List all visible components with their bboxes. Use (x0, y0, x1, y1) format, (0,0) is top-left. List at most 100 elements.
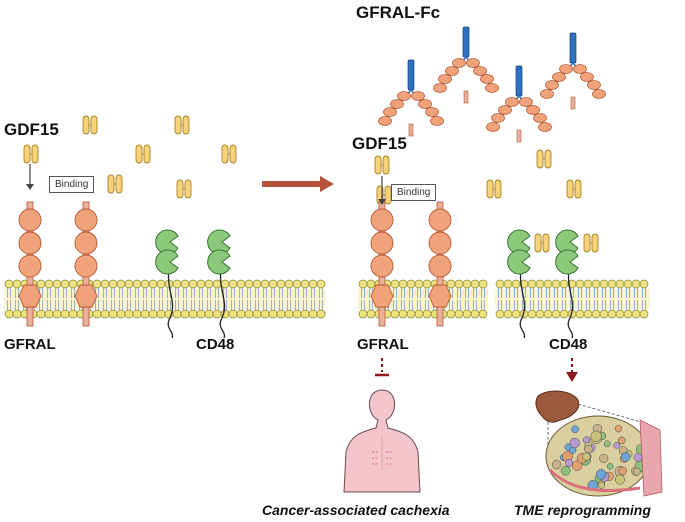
gfral-receptor (370, 201, 394, 327)
fc-domain (411, 91, 425, 101)
lipid-head (591, 279, 601, 289)
lipid-bilayer (495, 279, 650, 319)
fc-domain (425, 107, 439, 117)
lipid-head (252, 279, 262, 289)
gdf15-monomer (486, 179, 494, 199)
lipid-head (300, 279, 310, 289)
gdf15-dimer (107, 174, 123, 194)
blood-vessel (548, 468, 641, 493)
tme-cell (606, 463, 614, 470)
lipid-head (503, 279, 513, 289)
lipid-head (583, 279, 593, 289)
lipid-head (454, 309, 464, 319)
receptor-domain (370, 208, 394, 232)
lipid-head (44, 279, 54, 289)
lipid-head (244, 309, 254, 319)
fc-stem (515, 65, 523, 97)
gdf15-monomer (591, 233, 599, 253)
fc-stem (462, 26, 470, 58)
cd48-tail (567, 261, 574, 339)
gdf15-monomer (31, 144, 39, 164)
lipid-head (422, 309, 432, 319)
lipid-head (276, 279, 286, 289)
gdf15-monomer (542, 233, 550, 253)
lipid-head (156, 279, 166, 289)
human-body-icon (343, 389, 421, 493)
lipid-head (527, 279, 537, 289)
label-cd48-left: CD48 (196, 336, 235, 353)
gdf15-dimer (534, 233, 550, 253)
tme-cell (603, 440, 611, 448)
label-tme-reprogramming: TME reprogramming (514, 502, 651, 518)
cd48-domain (207, 249, 231, 275)
lipid-head (148, 309, 158, 319)
lipid-head (228, 279, 238, 289)
lipid-head (535, 309, 545, 319)
gdf15-dimer (566, 179, 582, 199)
fc-base (570, 96, 576, 110)
gdf15-monomer (176, 179, 184, 199)
receptor-tm-domain (370, 284, 394, 308)
lipid-head (551, 309, 561, 319)
gdf15-monomer (534, 233, 542, 253)
tme-cell (569, 437, 580, 449)
lipid-head (12, 279, 22, 289)
gdf15-monomer (135, 144, 143, 164)
fc-domain (587, 80, 601, 90)
lipid-head (44, 309, 54, 319)
lipid-head (156, 309, 166, 319)
lipid-head (599, 309, 609, 319)
cd48-receptor (555, 229, 579, 339)
lipid-head (599, 279, 609, 289)
lipid-head (503, 309, 513, 319)
lipid-head (188, 279, 198, 289)
lipid-head (68, 279, 78, 289)
tme-cell (632, 467, 641, 476)
lipid-head (559, 279, 569, 289)
tme-cell (551, 459, 562, 470)
fc-domain (491, 113, 505, 123)
fc-domain (540, 89, 554, 99)
lipid-head (220, 279, 230, 289)
fc-domain (433, 83, 447, 93)
lipid-head (284, 309, 294, 319)
lipid-head (316, 279, 326, 289)
lipid-head (366, 309, 376, 319)
tme-cell (599, 453, 609, 463)
fc-domain (485, 83, 499, 93)
lipid-head (212, 309, 222, 319)
liver-icon (535, 390, 580, 423)
lipid-head (454, 279, 464, 289)
lipid-head (316, 309, 326, 319)
lipid-head (406, 309, 416, 319)
gdf15-molecules (23, 115, 599, 253)
lipid-head (462, 309, 472, 319)
receptor-domain (74, 208, 98, 232)
receptor-domain (74, 254, 98, 278)
tme-cell (617, 436, 626, 445)
tme-cell (582, 452, 591, 461)
fc-domain (438, 74, 452, 84)
gdf15-monomer (566, 179, 574, 199)
receptor-domain (370, 254, 394, 278)
vessel-wall (639, 419, 663, 497)
gdf15-monomer (143, 144, 151, 164)
gfral-fc (540, 32, 606, 110)
lipid-head (100, 279, 110, 289)
tme-cell (560, 465, 571, 476)
gdf15-monomer (182, 115, 190, 135)
gdf15-dimer (583, 233, 599, 253)
fc-domain (498, 105, 512, 115)
lipid-head (52, 309, 62, 319)
lipid-head (591, 309, 601, 319)
lipid-head (204, 279, 214, 289)
lipid-head (124, 279, 134, 289)
cd48-domain (207, 229, 231, 255)
lipid-head (148, 279, 158, 289)
lipid-head (615, 309, 625, 319)
lipid-head (36, 309, 46, 319)
lipid-head (268, 279, 278, 289)
lipid-head (116, 279, 126, 289)
lipid-head (511, 309, 521, 319)
fc-domain (466, 58, 480, 68)
